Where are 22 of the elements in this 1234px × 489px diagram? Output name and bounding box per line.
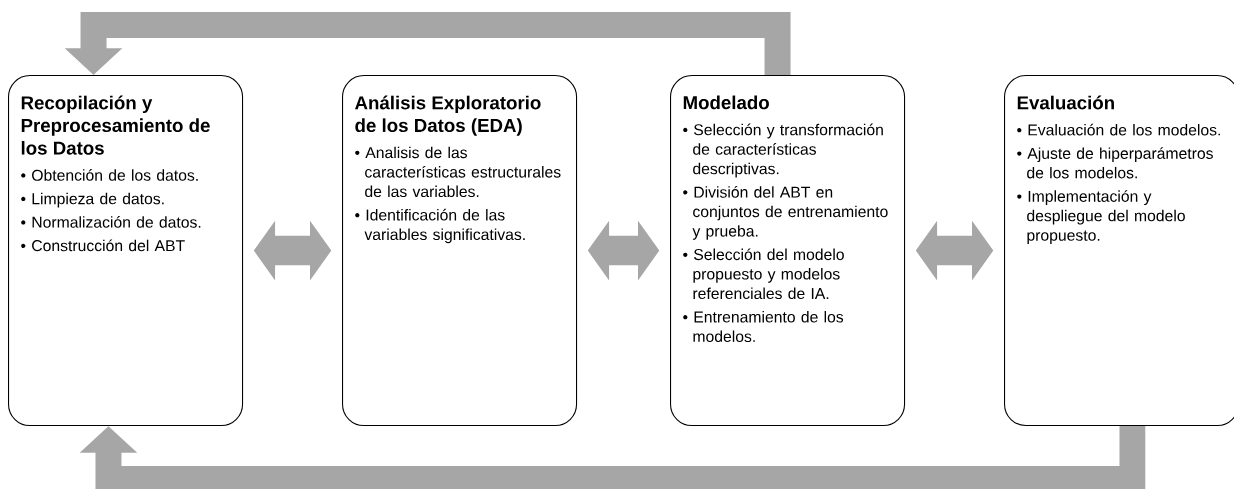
process-box bbox=[8, 75, 244, 427]
bullet-item: • Obtención de los datos. bbox=[21, 169, 198, 181]
bullet-item: • Analisis de las características estructurales de las variables. bbox=[355, 146, 561, 198]
heading: Modelado bbox=[683, 95, 769, 110]
bullet-item: • Ajuste de hiperparámetros de los modelos. bbox=[1017, 147, 1213, 179]
process-box bbox=[670, 75, 906, 427]
heading: Evaluación bbox=[1017, 95, 1114, 110]
bullet-item: • Evaluación de los modelos. bbox=[1017, 123, 1220, 136]
process-box bbox=[1004, 75, 1234, 427]
process-box bbox=[342, 75, 578, 427]
bullet-item: • Limpieza de datos. bbox=[21, 192, 164, 208]
bullet-item: • Identificación de las variables significativas. bbox=[355, 208, 525, 244]
bullet-item: • Entrenamiento de los modelos. bbox=[683, 311, 844, 342]
bullet-item: • Construcción del ABT bbox=[21, 239, 185, 252]
bullet-item: • División del ABT en conjuntos de entrenamiento y prueba. bbox=[683, 186, 888, 240]
bullet-item: • Normalización de datos. bbox=[21, 216, 201, 228]
heading: Análisis Exploratorio de los Datos (EDA) bbox=[355, 95, 541, 136]
bullet-item: • Implementación y despliegue del modelo propuesto. bbox=[1017, 190, 1185, 244]
heading: Recopilación y Preprocesamiento de los Datos bbox=[21, 95, 210, 155]
loop-arrow bbox=[79, 426, 1146, 489]
bullet-item: • Selección del modelo propuesto y modelos referenciales de IA. bbox=[683, 248, 844, 300]
bullet-item: • Selección y transformación de características descriptivas. bbox=[683, 123, 883, 178]
